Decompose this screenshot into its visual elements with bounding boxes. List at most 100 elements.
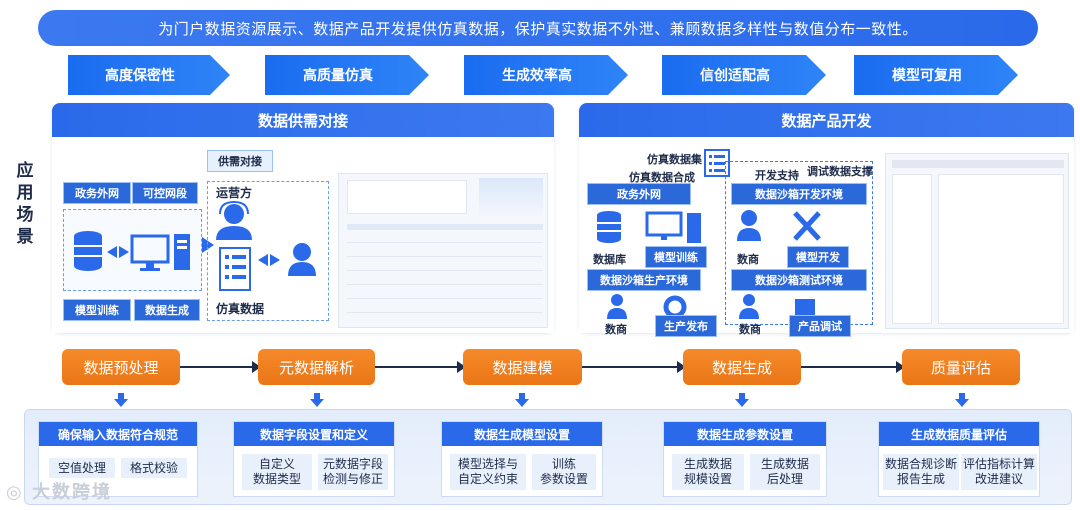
database-computer-icon (74, 231, 190, 271)
arrow-down-icon (735, 393, 749, 407)
product-debug-tag: 产品调试 (789, 315, 851, 337)
flow-arrowhead (677, 361, 686, 373)
detail-card: 数据生成模型设置 模型选择与 自定义约束 训练 参数设置 (441, 421, 603, 497)
arrow-down-icon (114, 393, 128, 407)
arrow-down-icon (310, 393, 324, 407)
flow-line (801, 366, 904, 368)
panel-body: 供需对接 政务外网 可控网段 模型训练 数据生成 (52, 137, 554, 333)
step-generation: 数据生成 (683, 349, 801, 385)
watermark-text: 大数跨境 (31, 482, 112, 503)
card-chip: 格式校验 (121, 458, 187, 478)
flow-arrowhead (252, 361, 261, 373)
merchant-tools-icon (737, 210, 821, 241)
side-label-char: 景 (16, 227, 34, 247)
detail-card: 数据字段设置和定义 自定义 数据类型 元数据字段 检测与修正 (233, 421, 395, 497)
card-chip: 数据合规诊断 报告生成 (883, 454, 959, 490)
panel-title: 数据产品开发 (579, 103, 1074, 137)
card-title: 数据生成参数设置 (664, 422, 826, 446)
sandbox-test-tag: 数据沙箱测试环境 (731, 269, 867, 291)
step-preprocess: 数据预处理 (62, 349, 180, 385)
supply-tag: 供需对接 (207, 150, 273, 172)
supply-demand-panel: 数据供需对接 供需对接 政务外网 可控网段 模型训练 数据生 (52, 103, 554, 333)
gov-net-tag: 政务外网 (63, 182, 131, 204)
preview-image (479, 178, 543, 218)
card-title: 生成数据质量评估 (879, 422, 1039, 446)
step-evaluation: 质量评估 (902, 349, 1020, 385)
card-chip: 训练 参数设置 (532, 454, 596, 490)
preview-summary (347, 180, 467, 214)
model-train-tag: 模型训练 (645, 246, 707, 268)
card-chip: 空值处理 (49, 458, 115, 478)
flow-line (375, 366, 465, 368)
operator-box: 运营方 仿真数据 (207, 181, 329, 321)
application-scenario-label: 应 用 场 景 (14, 160, 36, 248)
product-dev-panel: 数据产品开发 仿真数据集 仿真数据合成 开发支持 调试数据支撑 政务外网 数据沙… (579, 103, 1074, 337)
merchant-label: 数商 (605, 323, 627, 336)
card-title: 确保输入数据符合规范 (39, 422, 197, 446)
flow-line (582, 366, 685, 368)
preview-row (347, 312, 543, 313)
dashboard-preview (338, 173, 548, 328)
merchant-puzzle-icon (739, 294, 815, 319)
flow-arrowhead (896, 361, 905, 373)
operator-person-icon (216, 200, 316, 291)
preview-canvas (938, 174, 1064, 324)
sandbox-dev-tag: 数据沙箱开发环境 (731, 183, 867, 205)
flow-line (180, 366, 260, 368)
ctrl-net-tag: 可控网段 (132, 182, 198, 204)
step-modeling: 数据建模 (463, 349, 582, 385)
data-gen-tag: 数据生成 (134, 299, 200, 321)
merchant-label: 数商 (737, 253, 759, 266)
detail-card: 数据生成参数设置 生成数据 规模设置 生成数据 后处理 (663, 421, 827, 497)
feature-arrow: 高度保密性 (68, 55, 230, 95)
database-computer-icon (597, 211, 701, 243)
feature-arrow: 高质量仿真 (265, 55, 429, 95)
card-title: 数据字段设置和定义 (234, 422, 394, 446)
model-dev-tag: 模型开发 (787, 246, 849, 268)
card-chip: 生成数据 后处理 (750, 454, 820, 490)
step-metadata: 元数据解析 (258, 349, 375, 385)
dev-support-label: 开发支持 (755, 169, 799, 182)
card-chip: 生成数据 规模设置 (672, 454, 744, 490)
feature-arrow: 模型可复用 (854, 55, 1018, 95)
gov-net-tag: 政务外网 (587, 183, 691, 205)
database-label: 数据库 (593, 253, 626, 266)
side-label-char: 场 (16, 205, 34, 225)
side-label-char: 应 (16, 161, 34, 181)
model-train-tag: 模型训练 (63, 299, 131, 321)
panel-body: 仿真数据集 仿真数据合成 开发支持 调试数据支撑 政务外网 数据沙箱开发环境 数… (579, 137, 1074, 337)
card-chip: 元数据字段 检测与修正 (318, 454, 388, 490)
card-chip: 模型选择与 自定义约束 (450, 454, 526, 490)
watermark: ◎ 大数跨境 (6, 482, 112, 503)
preview-row (347, 298, 543, 299)
detail-card: 确保输入数据符合规范 空值处理 格式校验 (38, 421, 198, 497)
sim-dataset-label: 仿真数据集 (647, 153, 702, 166)
sim-synthesis-label: 仿真数据合成 (629, 171, 695, 184)
merchant-label: 数商 (739, 323, 761, 336)
arrow-down-icon (955, 393, 969, 407)
sandbox-prod-tag: 数据沙箱生产环境 (587, 269, 701, 291)
preview-row (347, 242, 543, 243)
side-label-char: 用 (16, 183, 34, 203)
preview-row (347, 270, 543, 271)
arrow-down-icon (515, 393, 529, 407)
detail-card: 生成数据质量评估 数据合规诊断 报告生成 评估指标计算 改进建议 (878, 421, 1040, 497)
card-chip: 评估指标计算 改进建议 (961, 454, 1037, 490)
top-banner: 为门户数据资源展示、数据产品开发提供仿真数据，保护真实数据不外泄、兼顾数据多样性… (38, 10, 1038, 46)
device-box (63, 209, 202, 291)
card-title: 数据生成模型设置 (442, 422, 602, 446)
preview-header (892, 160, 1064, 168)
devtool-preview (885, 153, 1069, 329)
feature-arrow: 信创适配高 (662, 55, 826, 95)
preview-header (347, 224, 543, 230)
debug-support-label: 调试数据支撑 (807, 165, 873, 178)
prod-release-tag: 生产发布 (655, 315, 717, 337)
preview-row (347, 284, 543, 285)
card-chip: 自定义 数据类型 (242, 454, 312, 490)
operator-label: 运营方 (216, 186, 253, 200)
panel-title: 数据供需对接 (52, 103, 554, 137)
preview-sidebar (892, 174, 932, 324)
feature-arrow: 生成效率高 (464, 55, 628, 95)
preview-row (347, 256, 543, 257)
sim-data-label: 仿真数据 (216, 302, 265, 316)
